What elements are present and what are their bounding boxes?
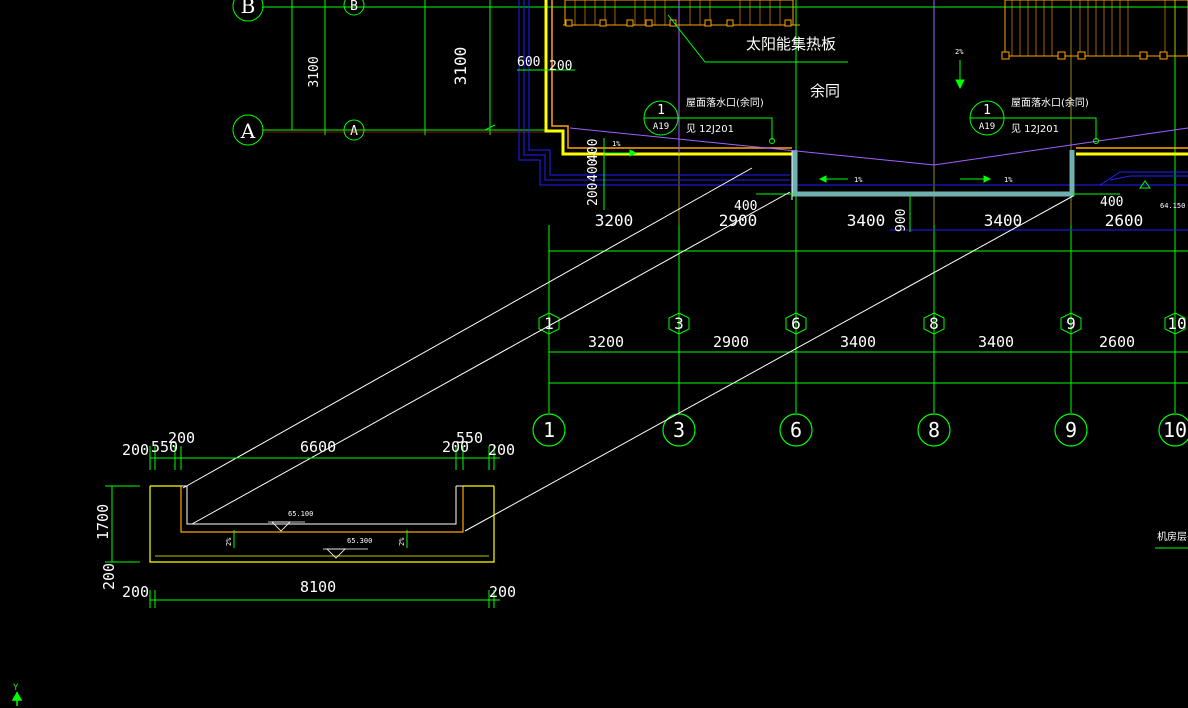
drain-label-right: 屋面落水口(余同) — [1011, 96, 1089, 109]
axis-bubble-a-right — [343, 119, 365, 141]
detail-elev-bottom: 65.300 — [347, 537, 372, 545]
spacing-lower-3: 3400 — [978, 333, 1014, 351]
spacing-upper-3: 3400 — [984, 211, 1023, 230]
slope-1pct-a: 1% — [612, 140, 621, 148]
vdim-400-a: 400 — [586, 139, 601, 162]
spacing-upper-0: 3200 — [595, 211, 634, 230]
slope-arrows — [605, 60, 992, 183]
vdim-200: 200 — [586, 183, 601, 206]
detail-dimension-lines — [105, 446, 500, 608]
same-label: 余同 — [810, 82, 840, 100]
ucs-icon — [11, 691, 23, 706]
detail-dim-200-tr: 200 — [488, 441, 515, 459]
top-dim-200: 200 — [549, 59, 572, 74]
grid-label-small-6: 6 — [791, 314, 801, 333]
axis-bubble-b-left — [232, 0, 264, 22]
ucs-y-label: Y — [13, 683, 19, 693]
roof-slope-lines — [569, 0, 1188, 166]
drain-label-left: 屋面落水口(余同) — [686, 96, 764, 109]
slope-2pct-top: 2% — [955, 48, 964, 56]
grid-label-big-6: 6 — [790, 418, 802, 442]
spacing-upper-4: 2600 — [1105, 211, 1144, 230]
axis-label-a-right: A — [350, 124, 358, 139]
grid-label-big-1: 1 — [543, 418, 555, 442]
column-grid-red-lines — [262, 0, 1072, 225]
spacing-lower-1: 2900 — [713, 333, 749, 351]
elev-triangle-64150 — [1139, 180, 1151, 189]
parapet-wall — [544, 0, 1188, 156]
drain-callout-left: 1 A19 屋面落水口(余同) 见 12J201 — [643, 96, 775, 144]
grid-label-small-1: 1 — [544, 314, 554, 333]
detail-dim-1700: 1700 — [94, 504, 112, 540]
spacing-lower-2: 3400 — [840, 333, 876, 351]
detail-dim-200-br: 200 — [489, 583, 516, 601]
detail-dim-6600: 6600 — [300, 438, 336, 456]
small-grid-bubbles — [538, 312, 1186, 335]
grid-label-small-3: 3 — [674, 314, 684, 333]
slope-1pct-b: 1% — [854, 176, 863, 184]
detail-dim-200-v: 200 — [100, 563, 118, 590]
solar-collectors — [563, 0, 1188, 57]
grid-label-small-9: 9 — [1066, 314, 1076, 333]
detail-dim-200-r2: 200 — [442, 438, 469, 456]
grid-label-big-8: 8 — [928, 418, 940, 442]
detail-slope-l: 2% — [225, 537, 233, 546]
spacing-lower-0: 3200 — [588, 333, 624, 351]
axis-label-b-right: B — [350, 0, 358, 14]
solar-label: 太阳能集热板 — [746, 35, 836, 53]
grid-label-small-8: 8 — [929, 314, 939, 333]
axis-bubble-a-left — [232, 114, 264, 146]
solar-leader — [667, 14, 848, 63]
grid-label-big-10: 10 — [1163, 418, 1187, 442]
detail-sheet-left: A19 — [653, 122, 669, 132]
axis-label-b-left: B — [241, 0, 256, 18]
vdim-400-b: 400 — [586, 159, 601, 182]
detail-elevation-markers — [268, 521, 368, 559]
spacing-lower-4: 2600 — [1099, 333, 1135, 351]
axis-ab-grid — [232, 0, 1188, 146]
recessed-channel — [792, 150, 1075, 197]
detail-num-left: 1 — [657, 103, 665, 118]
detail-dim-550-r: 550 — [456, 429, 483, 447]
channel-dims — [756, 193, 1120, 232]
ref-left: 见 12J201 — [686, 123, 734, 135]
detail-dim-200-tl: 200 — [122, 441, 149, 459]
drain-callout-right: 1 A19 屋面落水口(余同) 见 12J201 — [969, 96, 1099, 144]
left-dim-3100-b: 3100 — [451, 47, 470, 86]
detail-dim-200-bl: 200 — [122, 583, 149, 601]
slope-1pct-c: 1% — [1004, 176, 1013, 184]
detail-elev-top: 65.100 — [288, 510, 313, 518]
column-grid-lines — [548, 0, 1188, 413]
top-dim-600: 600 — [517, 55, 540, 70]
plan-blue-pipes — [518, 0, 1188, 231]
side-note-title: 机房层平 — [1157, 530, 1188, 543]
dim-400-right: 400 — [1100, 195, 1123, 210]
axis-label-a-left: A — [240, 119, 256, 143]
spacing-upper-2: 3400 — [847, 211, 886, 230]
detail-dim-550-l: 550 — [151, 438, 178, 456]
elev-64150: 64.150 — [1160, 202, 1185, 210]
projection-leaders — [182, 167, 1074, 532]
detail-slope-marks — [233, 530, 408, 548]
detail-num-right: 1 — [983, 103, 991, 118]
detail-section — [149, 485, 495, 563]
detail-slope-r: 2% — [398, 537, 406, 546]
dim-400-left: 400 — [734, 199, 757, 214]
left-dim-3100-a: 3100 — [307, 56, 322, 87]
dim-900: 900 — [894, 209, 909, 232]
detail-sheet-right: A19 — [979, 122, 995, 132]
grid-label-big-3: 3 — [673, 418, 685, 442]
solar-collector-hatch — [574, 0, 1176, 56]
ref-right: 见 12J201 — [1011, 123, 1059, 135]
detail-dim-8100: 8100 — [300, 578, 336, 596]
grid-label-big-9: 9 — [1065, 418, 1077, 442]
grid-label-small-10: 10 — [1167, 314, 1186, 333]
big-grid-bubbles — [532, 413, 1188, 447]
axis-bubble-b-right — [343, 0, 365, 16]
detail-dim-200-l2: 200 — [168, 429, 195, 447]
solar-collector-feet — [565, 19, 1168, 60]
